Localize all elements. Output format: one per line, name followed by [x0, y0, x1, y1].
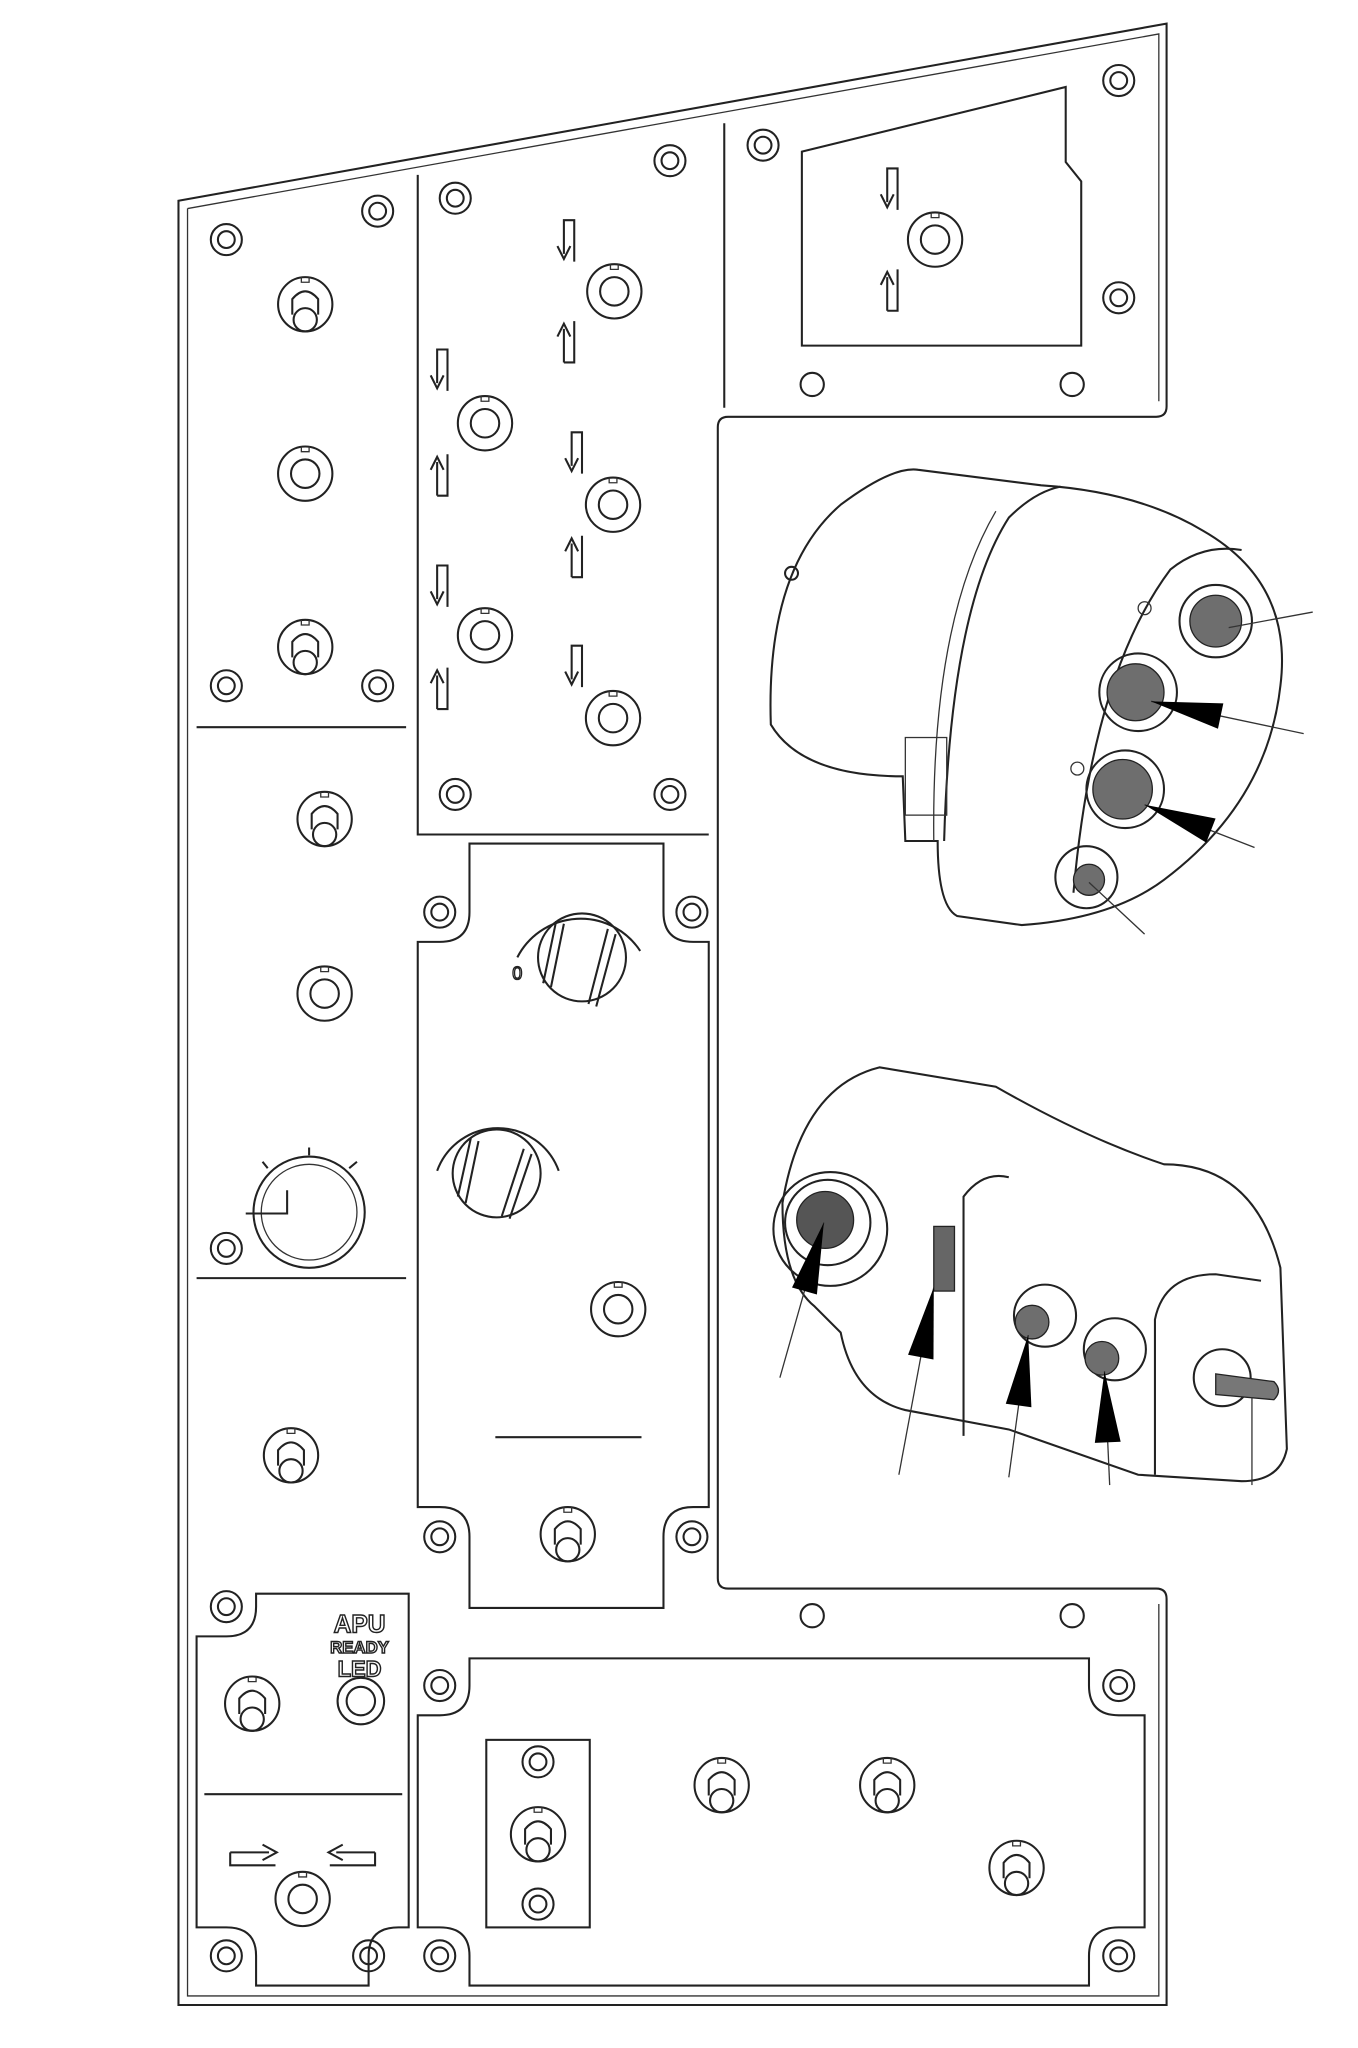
switch-mount-ring: [590, 1280, 647, 1338]
toggle-switches[interactable]: [224, 276, 1045, 1897]
switch-mount-ring: [584, 689, 642, 747]
arrow-down-icon: [879, 167, 899, 210]
arrow-up-icon: [429, 454, 449, 497]
screw-icon: [675, 895, 709, 929]
screw-icon: [653, 777, 687, 811]
screw-icon: [746, 128, 780, 162]
screw-icon: [209, 669, 243, 703]
screw-icon: [1102, 63, 1136, 98]
apu-label: APU: [334, 1612, 386, 1639]
led-label: LED: [338, 1656, 382, 1681]
callout-leader: [1144, 804, 1255, 849]
mounting-hole: [1059, 1603, 1085, 1629]
screw-icon: [1102, 1668, 1136, 1703]
arrow-up-icon: [556, 321, 576, 364]
divider-lines: [196, 726, 642, 1796]
callout-leader: [779, 1222, 825, 1378]
screw-icon: [423, 895, 457, 929]
mounting-holes: [799, 371, 1085, 1629]
screw-icon: [675, 1520, 709, 1554]
arrow-up-icon: [564, 535, 584, 579]
screw-icon: [423, 1668, 457, 1703]
render-lower-switch-housing: [772, 1066, 1288, 1483]
callout-leader: [1094, 1371, 1121, 1486]
toggle-switch[interactable]: [693, 1756, 750, 1814]
apu-ready-led: APU READY LED: [329, 1611, 390, 1726]
screw-icon: [352, 1939, 386, 1973]
switch-mount-ring: [584, 476, 642, 533]
screw-icon: [653, 144, 687, 178]
toggle-switch[interactable]: [509, 1806, 567, 1863]
led-indicator: [336, 1676, 386, 1726]
arrow-left-icon: [326, 1843, 377, 1867]
screw-icon: [209, 1590, 243, 1624]
panel-outline: [177, 22, 1168, 2007]
center-plate-edge: [416, 174, 709, 836]
switch-mount-ring: [586, 263, 643, 320]
toggle-switch[interactable]: [224, 1675, 281, 1732]
rotary-knob-middle[interactable]: [436, 1127, 560, 1219]
arrow-down-icon: [556, 219, 576, 262]
toggle-switch[interactable]: [277, 618, 334, 676]
screw-icon: [438, 181, 472, 215]
zero-mark: 0: [512, 963, 522, 983]
switch-mount-ring: [296, 965, 353, 1022]
callout-leaders: [779, 611, 1313, 1486]
render-upper-switch-housing: [769, 468, 1284, 927]
switch-mount-ring: [906, 211, 964, 268]
screw-icon: [209, 1231, 243, 1265]
mounting-hole: [799, 1603, 825, 1629]
screw-icon: [209, 223, 243, 257]
callout-leader: [1005, 1334, 1032, 1478]
callout-leader: [1228, 611, 1313, 629]
rotation-arc-icon: [516, 917, 642, 958]
arrow-up-icon: [429, 667, 449, 711]
panel-outline-inner: [186, 33, 1160, 1997]
toggle-switch[interactable]: [262, 1427, 320, 1484]
screw-icon: [521, 1887, 555, 1921]
screw-icon: [1102, 1939, 1136, 1973]
top-right-inset: [800, 85, 1083, 347]
screw-icon: [361, 669, 395, 703]
arrow-down-icon: [429, 564, 449, 607]
rotation-arc-icon: [436, 1127, 560, 1172]
screw-icon: [423, 1939, 457, 1973]
screws: [209, 63, 1136, 1973]
arrow-up-icon: [879, 269, 899, 312]
rotary-knob-top[interactable]: 0: [512, 912, 642, 1007]
screw-icon: [423, 1520, 457, 1554]
toggle-switch[interactable]: [988, 1839, 1045, 1897]
switch-mount-ring: [277, 445, 334, 502]
switch-mount-ring: [456, 395, 514, 452]
bottom-plate: [416, 1657, 1146, 1987]
callout-leader: [1150, 700, 1304, 735]
switch-mount-ring: [274, 1870, 331, 1928]
screw-icon: [209, 1939, 243, 1973]
direction-arrows: [229, 167, 899, 1867]
screw-icon: [1102, 281, 1136, 315]
mounting-hole: [1059, 371, 1085, 398]
switch-mounts: [274, 211, 964, 1928]
callout-leader: [1088, 881, 1146, 935]
lower-center-plate: [416, 842, 710, 1609]
volume-knob[interactable]: [245, 1147, 366, 1269]
switch-mount-ring: [456, 607, 514, 664]
arrow-down-icon: [564, 431, 584, 474]
screw-icon: [438, 777, 472, 811]
arrow-right-icon: [229, 1843, 279, 1867]
guarded-switch-frame: [485, 1738, 591, 1929]
toggle-switch[interactable]: [296, 790, 353, 848]
toggle-switch[interactable]: [859, 1756, 916, 1814]
arrow-down-icon: [564, 644, 584, 688]
apu-plate: [195, 1592, 410, 1987]
arrow-down-icon: [429, 348, 449, 391]
ready-label: READY: [330, 1638, 389, 1657]
toggle-switch[interactable]: [539, 1506, 596, 1563]
screw-icon: [521, 1745, 555, 1779]
screw-icon: [361, 194, 395, 228]
toggle-switch[interactable]: [277, 276, 334, 333]
callout-leader: [898, 1287, 935, 1475]
mounting-hole: [799, 371, 825, 398]
